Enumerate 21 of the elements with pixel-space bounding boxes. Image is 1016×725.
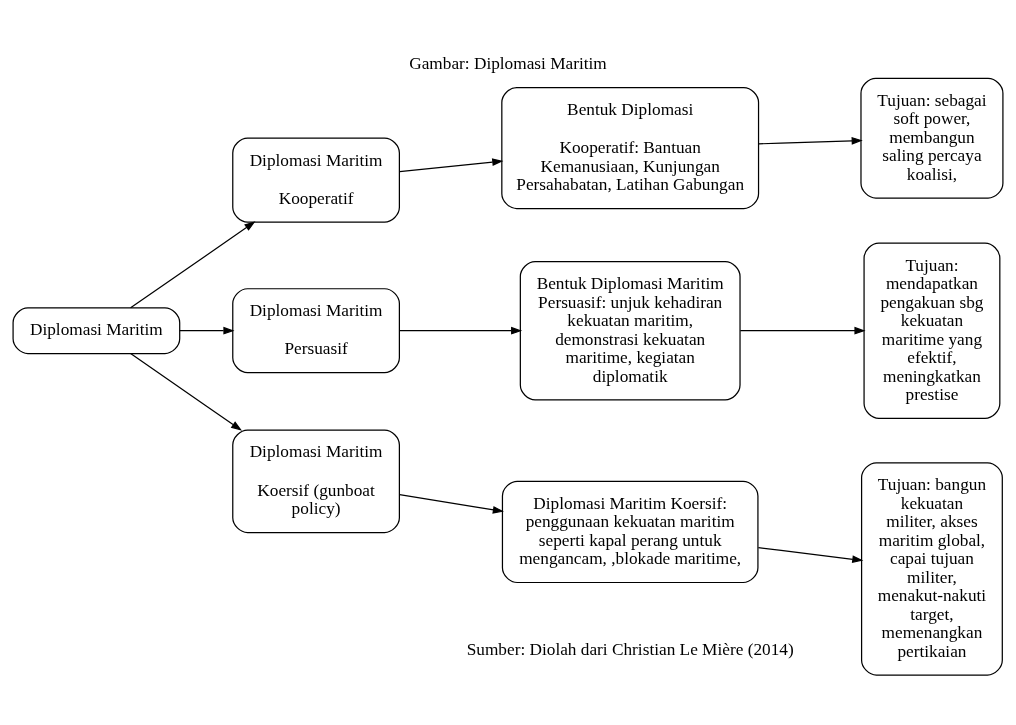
node-box: Tujuan: sebagai soft power, membangun saling percaya koalisi, xyxy=(860,77,1004,199)
caption: Sumber: Diolah dari Christian Le Mière (2014) xyxy=(466,639,794,659)
node-box: Diplomasi Maritim Persuasif xyxy=(232,288,400,374)
arrow xyxy=(399,494,504,514)
arrow xyxy=(739,326,866,335)
arrow xyxy=(130,221,256,309)
arrow xyxy=(399,326,523,335)
arrow xyxy=(758,136,863,145)
node-box: Tujuan: mendapatkan pengakuan sbg kekuatan maritime yang efektif, meningkatkan prestise xyxy=(863,242,1001,419)
node-box: Tujuan: bangun kekuatan militer, akses maritim global, capai tujuan militer, menakut-nakuti target, memenangkan pertikaian xyxy=(861,462,1003,676)
diagram-title: Gambar: Diplomasi Maritim xyxy=(409,53,607,73)
node-box: Diplomasi Maritim Kooperatif xyxy=(232,137,400,223)
node-box: Bentuk Diplomasi Kooperatif: Bantuan Kemanusiaan, Kunjungan Persahabatan, Latihan Gabungan xyxy=(501,86,760,210)
node-box: Diplomasi Maritim xyxy=(12,307,181,355)
node-box: Diplomasi Maritim Koersif: penggunaan kekuatan maritim seperti kapal perang untuk mengancam, ,blokade maritime, xyxy=(501,480,759,584)
arrow xyxy=(130,352,243,431)
node-box: Bentuk Diplomasi Maritim Persuasif: unjuk kehadiran kekuatan maritim, demonstrasi kekuatan maritime, kegiatan diplomatik xyxy=(519,261,741,401)
arrow xyxy=(399,158,504,173)
arrow xyxy=(179,326,235,335)
node-box: Diplomasi Maritim Koersif (gunboat policy) xyxy=(232,429,400,534)
arrow xyxy=(757,546,864,564)
